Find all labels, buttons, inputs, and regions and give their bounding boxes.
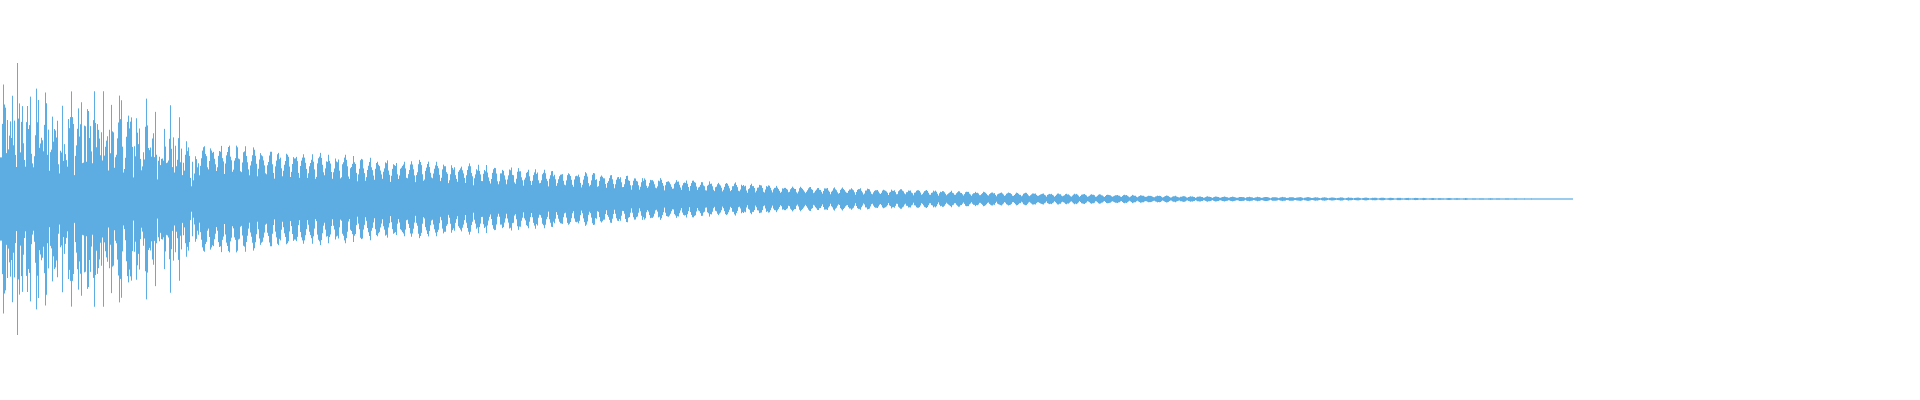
- waveform-bars: [0, 63, 1573, 335]
- waveform-signal: [0, 63, 1573, 335]
